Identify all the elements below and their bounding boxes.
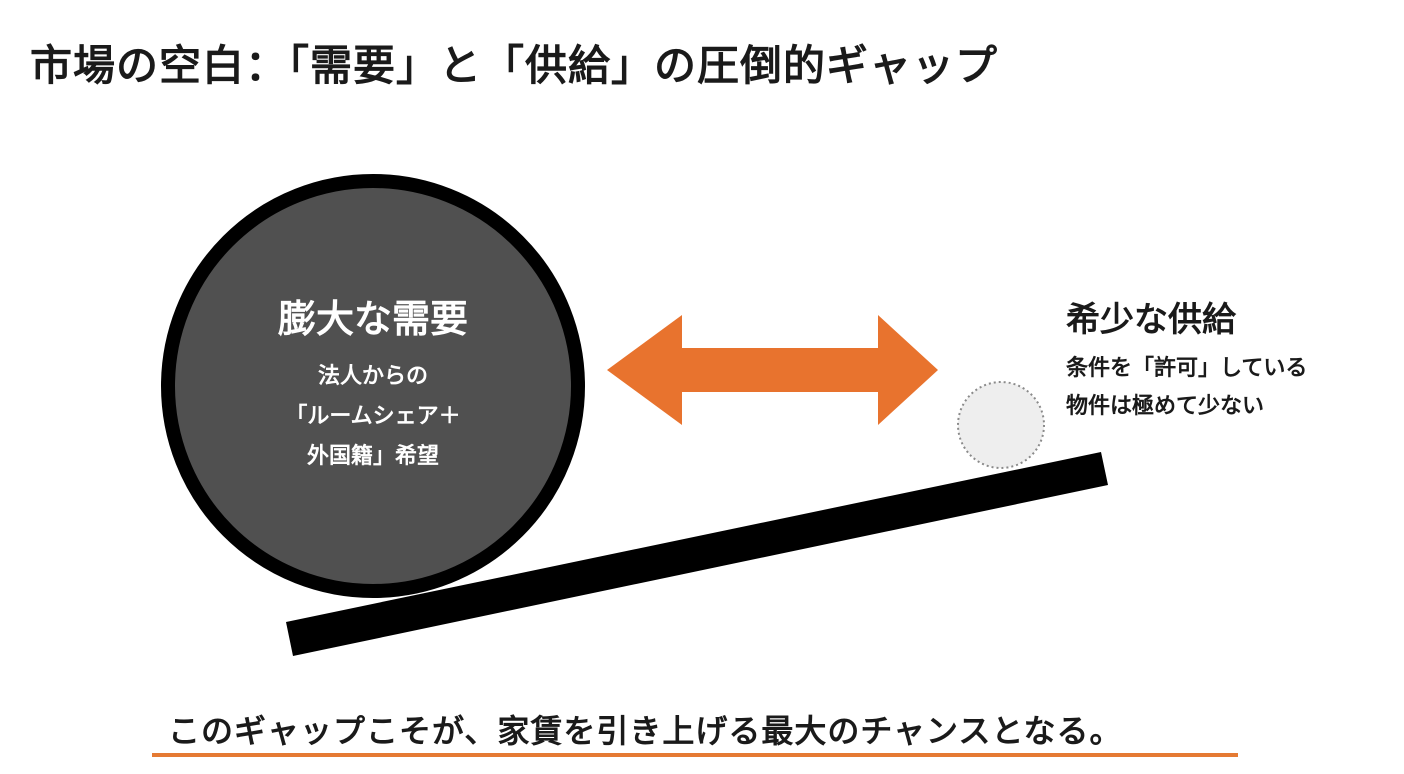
demand-description: 法人からの 「ルームシェア＋ 外国籍」希望 xyxy=(285,357,460,477)
seesaw-beam xyxy=(286,452,1108,656)
supply-title: 希少な供給 xyxy=(1066,300,1236,340)
double-headed-arrow-icon xyxy=(607,315,938,425)
supply-description: 条件を「許可」している 物件は極めて少ない xyxy=(1066,350,1307,426)
supply-description-line: 物件は極めて少ない xyxy=(1066,394,1265,419)
supply-ball xyxy=(957,381,1045,469)
demand-ball xyxy=(161,174,585,598)
supply-description-line: 条件を「許可」している xyxy=(1066,356,1308,381)
demand-label-group: 膨大な需要 法人からの 「ルームシェア＋ 外国籍」希望 xyxy=(163,175,583,595)
page-title: 市場の空白：「需要」と「供給」の圧倒的ギャップ xyxy=(30,41,999,90)
footer-underline xyxy=(152,753,1238,757)
footer-message: このギャップこそが、家賃を引き上げる最大のチャンスとなる。 xyxy=(168,712,1123,750)
demand-title: 膨大な需要 xyxy=(277,296,468,341)
demand-description-line: 法人からの xyxy=(317,363,428,389)
demand-description-line: 外国籍」希望 xyxy=(306,443,439,469)
demand-description-line: 「ルームシェア＋ xyxy=(285,403,461,429)
